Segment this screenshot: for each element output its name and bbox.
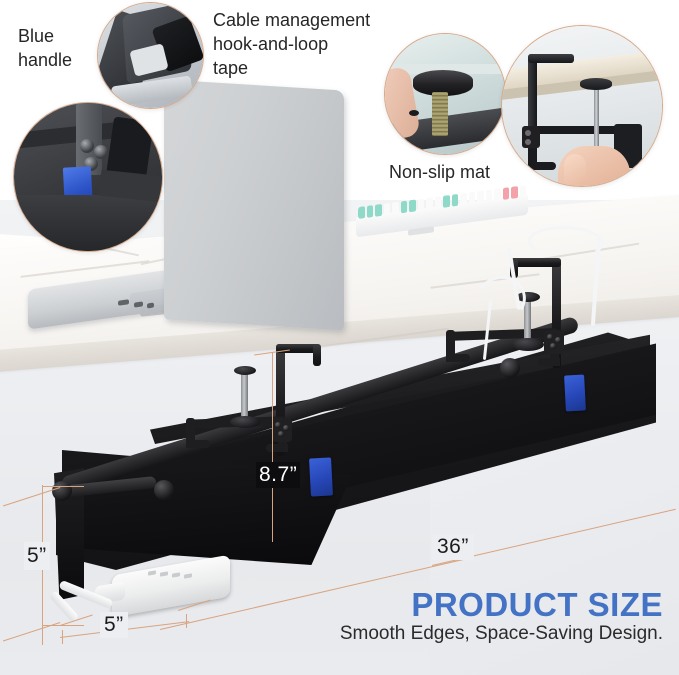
callout-non-slip-mat-image	[384, 33, 506, 155]
product-size-title: PRODUCT SIZE	[411, 586, 663, 623]
callout-label-non-slip-mat: Non-slip mat	[389, 162, 491, 182]
dimension-depth-label: 5”	[100, 612, 128, 638]
callout-hook-and-loop-image	[97, 2, 204, 109]
callout-label-blue-handle: Blue handle	[18, 26, 73, 70]
callout-label-hook-and-loop: Cable management hook-and-loop tape	[213, 10, 371, 78]
callout-clamp-install-image	[501, 25, 663, 187]
dimension-clearance-label: 8.7”	[256, 462, 301, 488]
dimension-length-label: 36”	[432, 534, 474, 560]
product-size-subtitle: Smooth Edges, Space-Saving Design.	[339, 623, 663, 644]
callout-blue-handle-image	[13, 102, 163, 252]
dimension-height-label: 5”	[24, 542, 50, 570]
blue-handle-tab-right	[564, 374, 586, 412]
blue-handle-tab-left	[309, 457, 333, 497]
